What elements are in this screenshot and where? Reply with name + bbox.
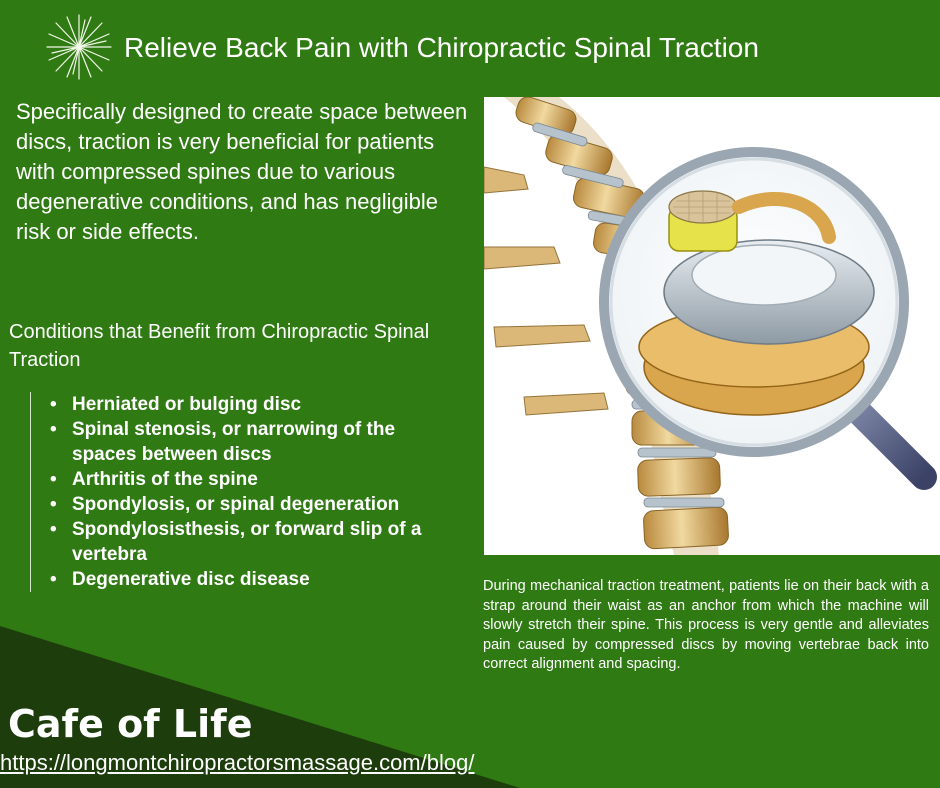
magnifying-glass bbox=[599, 147, 937, 490]
treatment-caption: During mechanical traction treatment, pa… bbox=[483, 578, 929, 672]
magnified-vertebra bbox=[638, 190, 875, 416]
blog-url-link[interactable]: https://longmontchiropractorsmassage.com… bbox=[0, 750, 475, 775]
list-item: Degenerative disc disease bbox=[47, 567, 461, 592]
conditions-heading: Conditions that Benefit from Chiropracti… bbox=[9, 321, 430, 371]
spine-magnifier-illustration bbox=[484, 97, 940, 555]
list-item: Herniated or bulging disc bbox=[47, 392, 461, 417]
header: Relieve Back Pain with Chiropractic Spin… bbox=[0, 0, 940, 96]
list-item: Arthritis of the spine bbox=[47, 467, 461, 492]
starburst-icon bbox=[46, 14, 112, 80]
list-item: Spinal stenosis, or narrowing of the spa… bbox=[47, 417, 461, 467]
brand-name: Cafe of Life bbox=[8, 702, 253, 746]
list-item: Spondylosisthesis, or forward slip of a … bbox=[47, 517, 461, 567]
spine-illustration-graphic bbox=[484, 97, 937, 555]
intro-paragraph: Specifically designed to create space be… bbox=[16, 99, 468, 244]
conditions-list: Herniated or bulging disc Spinal stenosi… bbox=[30, 392, 461, 592]
page-title: Relieve Back Pain with Chiropractic Spin… bbox=[124, 32, 759, 63]
list-item: Spondylosis, or spinal degeneration bbox=[47, 492, 461, 517]
